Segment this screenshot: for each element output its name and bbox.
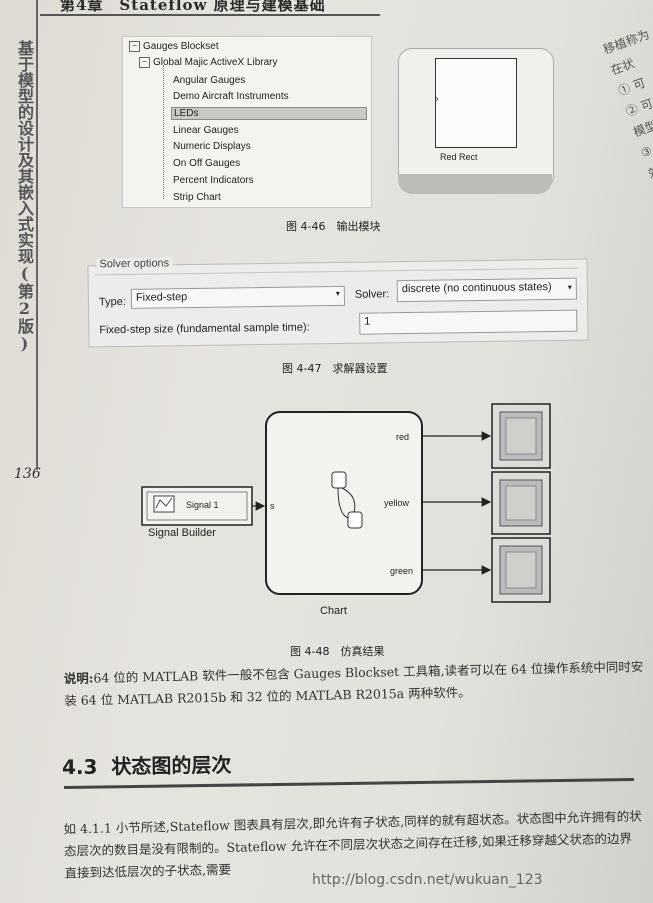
tree-item-angular-gauges[interactable]: Angular Gauges	[173, 75, 246, 86]
tree-item-gauges-blockset[interactable]: −Gauges Blockset	[129, 41, 219, 52]
tree-item-percent-indicators[interactable]: Percent Indicators	[173, 175, 254, 186]
tree-item-on-off-gauges[interactable]: On Off Gauges	[173, 158, 241, 169]
tree-item-linear-gauges[interactable]: Linear Gauges	[173, 125, 239, 136]
output-port-green-label: green	[390, 566, 413, 576]
dropdown-arrow-icon: ▾	[567, 282, 572, 292]
solver-select[interactable]: discrete (no continuous states) ▾	[396, 277, 577, 303]
note-paragraph: 说明:64 位的 MATLAB 软件一般不包含 Gauges Blockset …	[64, 656, 645, 712]
transition-icon	[341, 487, 356, 513]
led-block-red[interactable]	[491, 403, 551, 469]
library-browser-tree: −Gauges Blockset −Global Majic ActiveX L…	[122, 36, 372, 208]
simulink-model-diagram: Signal 1 Signal Builder s Chart red yell…	[141, 403, 551, 617]
state-icon-top	[331, 471, 347, 489]
tree-item-leds[interactable]: LEDs	[171, 107, 367, 120]
signal-waveform-icon	[155, 497, 173, 509]
fixed-step-size-label: Fixed-step size (fundamental sample time…	[99, 321, 310, 337]
type-select-value: Fixed-step	[135, 291, 188, 304]
solver-select-value: discrete (no continuous states)	[401, 281, 552, 296]
section-number: 4.3	[61, 754, 98, 780]
output-port-red-label: red	[396, 432, 409, 442]
input-port-arrow: ›	[435, 94, 439, 105]
led-block-yellow[interactable]	[491, 471, 551, 535]
collapse-icon[interactable]: −	[139, 57, 150, 68]
red-rect-led-block[interactable]	[435, 58, 517, 148]
tree-item-strip-chart[interactable]: Strip Chart	[173, 192, 221, 203]
section-title: 状态图的层次	[111, 752, 232, 779]
tree-item-global-majic[interactable]: −Global Majic ActiveX Library	[139, 57, 278, 68]
note-text: 64 位的 MATLAB 软件一般不包含 Gauges Blockset 工具箱…	[64, 658, 644, 709]
led-block-green[interactable]	[491, 537, 551, 603]
block-name-label: Red Rect	[440, 152, 478, 162]
figure-caption-4-47: 图 4-47 求解器设置	[282, 362, 388, 375]
type-label: Type:	[98, 295, 126, 309]
chart-input-port-label: s	[270, 501, 275, 511]
chart-name: Chart	[320, 605, 347, 617]
output-port-yellow-label: yellow	[384, 498, 410, 508]
signal-builder-name: Signal Builder	[148, 527, 216, 539]
page-number: 136	[14, 466, 41, 482]
section-heading: 4.3 状态图的层次	[62, 749, 232, 780]
collapse-icon[interactable]: −	[129, 41, 140, 52]
signal-port-label: Signal 1	[186, 500, 219, 510]
tree-item-label: Gauges Blockset	[143, 41, 219, 53]
watermark: http://blog.csdn.net/wukuan_123	[312, 872, 543, 888]
dropdown-arrow-icon: ▾	[335, 288, 340, 299]
figure-caption-4-48: 图 4-48 仿真结果	[290, 645, 385, 658]
section-rule	[64, 778, 634, 789]
tree-guide-line	[163, 65, 165, 199]
note-label: 说明:	[63, 670, 94, 687]
solver-options-panel: Solver options Type: Fixed-step ▾ Solver…	[87, 257, 589, 348]
type-select[interactable]: Fixed-step ▾	[130, 285, 346, 309]
figure-caption-4-46: 图 4-46 输出模块	[286, 220, 381, 233]
header-rule	[40, 14, 380, 16]
tree-item-label: Global Majic ActiveX Library	[153, 57, 278, 69]
tree-item-demo-aircraft[interactable]: Demo Aircraft Instruments	[173, 91, 289, 102]
solver-options-legend: Solver options	[96, 257, 173, 271]
solver-label: Solver:	[354, 288, 390, 301]
transition-icon	[337, 487, 349, 519]
state-icon-bottom	[347, 511, 363, 529]
stateflow-chart-block[interactable]	[265, 411, 423, 595]
running-header: 第4章 Stateflow 原理与建模基础	[60, 0, 326, 14]
fixed-step-size-input[interactable]: 1	[359, 309, 578, 335]
signal-builder-inner-frame	[146, 491, 248, 521]
preview-footer	[398, 174, 552, 194]
book-title-vertical: 基于模型的设计及其嵌入式实现(第2版)	[15, 40, 34, 353]
tree-item-numeric-displays[interactable]: Numeric Displays	[173, 141, 251, 152]
margin-rule	[36, 0, 38, 470]
